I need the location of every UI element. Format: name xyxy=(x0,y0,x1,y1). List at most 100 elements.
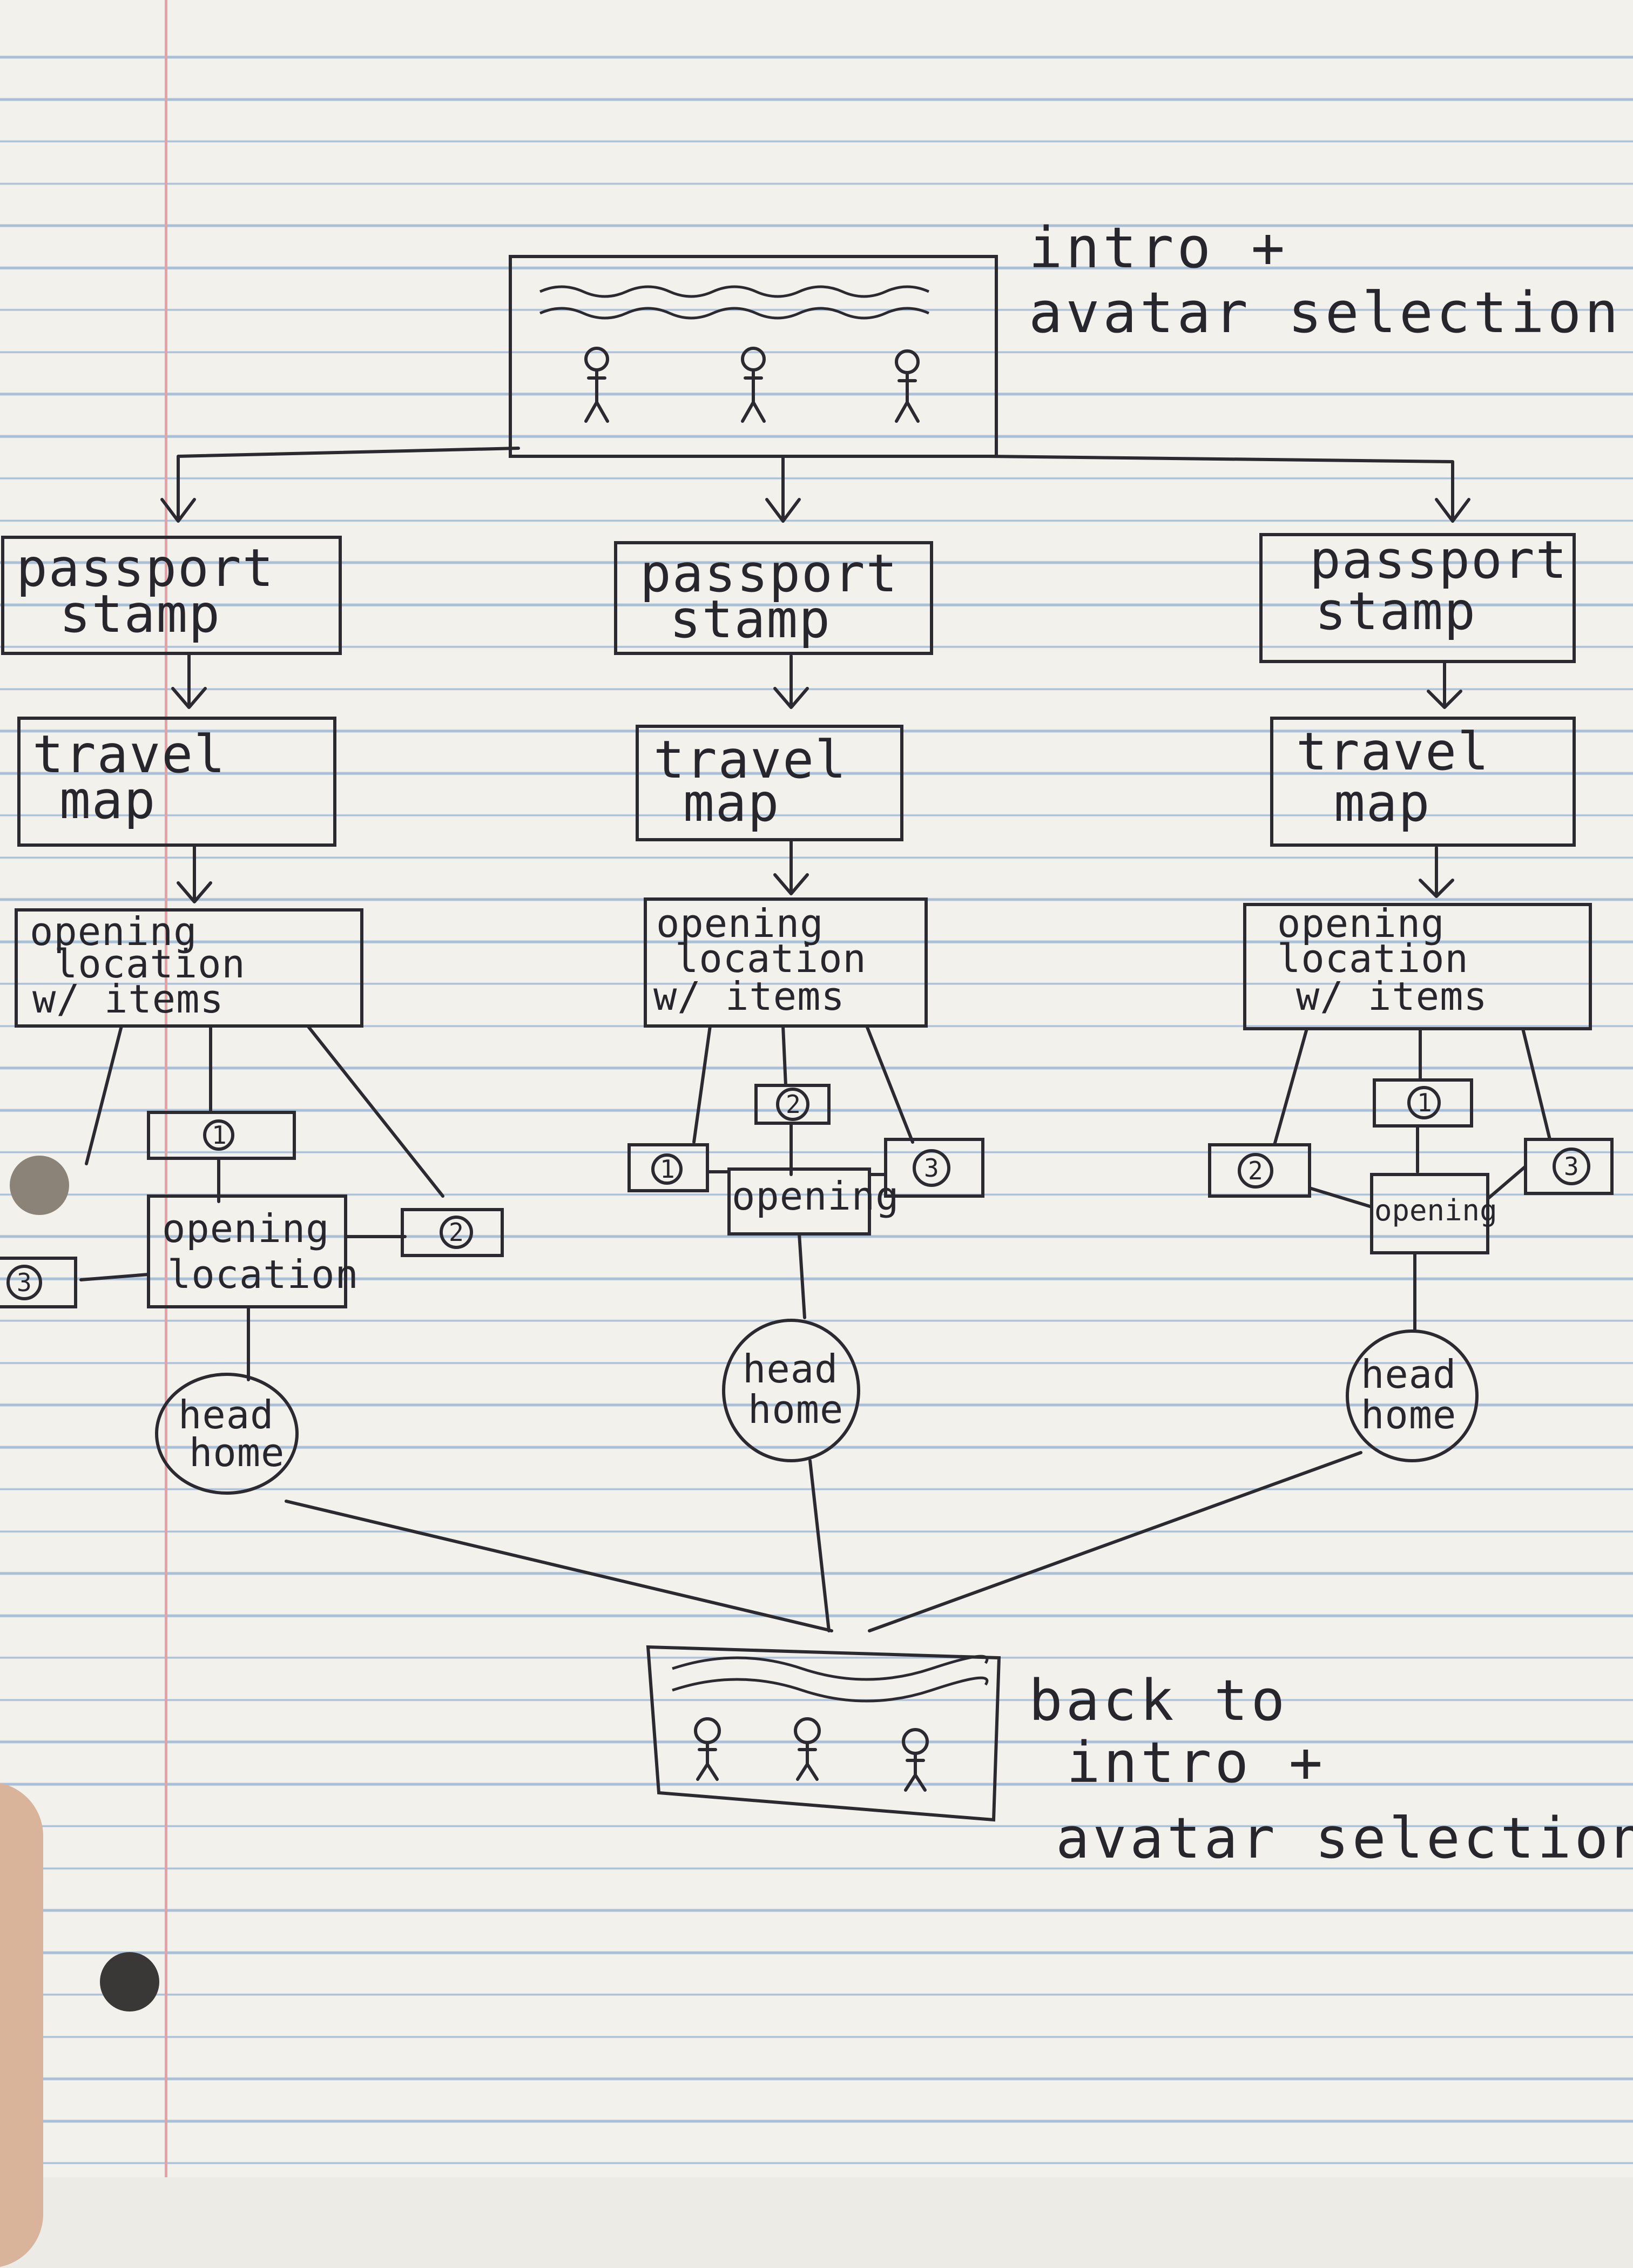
node-label: travel xyxy=(1296,721,1490,782)
end-note-line1: back to xyxy=(1029,1668,1288,1733)
arrow-icon xyxy=(177,843,212,903)
converge-line-left xyxy=(285,1500,833,1632)
node-label: opening xyxy=(162,1206,329,1251)
node-label: map xyxy=(59,770,156,831)
node-label: w/ items xyxy=(1296,974,1488,1019)
item-node xyxy=(884,1138,984,1198)
node-label: passport xyxy=(16,538,274,598)
connector-line xyxy=(79,1273,150,1281)
item-number: 1 xyxy=(660,1155,675,1184)
column-middle: passport stamp travel map opening locati… xyxy=(614,541,984,1462)
travel-map-node xyxy=(636,725,903,841)
item-number: 3 xyxy=(17,1268,32,1297)
column-right: passport stamp travel map opening locati… xyxy=(1208,530,1614,1462)
item-number: 3 xyxy=(924,1153,939,1183)
node-label: travel xyxy=(32,724,226,785)
avatar-figure xyxy=(895,349,920,423)
item-number: 1 xyxy=(212,1120,227,1150)
head-home-node xyxy=(722,1319,860,1462)
node-label: w/ items xyxy=(653,974,845,1019)
arrow-icon xyxy=(773,838,809,895)
arrow-icon xyxy=(171,652,207,709)
opening-location-items-node xyxy=(1243,903,1592,1030)
item-number: 1 xyxy=(1417,1088,1432,1117)
node-label: location xyxy=(675,936,867,981)
end-note-line3: avatar selection xyxy=(1056,1805,1633,1871)
column-left: passport stamp travel map opening locati… xyxy=(0,536,504,1495)
passport-stamp-node xyxy=(1,536,342,655)
avatar-figure xyxy=(794,1717,821,1781)
end-intro-screen-node xyxy=(646,1645,1001,1822)
arrow-icon xyxy=(1435,498,1470,523)
notebook-paper xyxy=(0,0,1633,2177)
margin-line xyxy=(165,0,167,2177)
arrow-icon xyxy=(1419,846,1454,898)
avatar-figure xyxy=(902,1728,929,1792)
travel-map-node xyxy=(17,717,336,847)
node-label: stamp xyxy=(1315,581,1476,642)
item-node xyxy=(147,1111,296,1160)
node-label: passport xyxy=(640,543,898,604)
node-label: opening xyxy=(1374,1193,1497,1227)
item-node xyxy=(401,1208,504,1257)
avatar-figure xyxy=(694,1717,721,1781)
converge-line-right xyxy=(868,1451,1362,1632)
node-label: w/ items xyxy=(32,976,224,1022)
node-label: map xyxy=(683,773,780,833)
passport-stamp-node xyxy=(1259,533,1576,663)
converge-line-middle xyxy=(808,1459,831,1632)
arrow-icon xyxy=(765,498,801,523)
node-label: home xyxy=(1361,1392,1456,1437)
punch-hole-top xyxy=(10,1156,69,1215)
flow-diagram: intro + avatar selection passport stamp … xyxy=(0,215,1633,1871)
item-node xyxy=(1208,1143,1311,1198)
node-label: head xyxy=(743,1346,838,1392)
node-label: location xyxy=(54,941,246,987)
branch-left-line xyxy=(177,447,520,520)
head-home-node xyxy=(155,1373,299,1495)
opening-location-node xyxy=(1370,1173,1489,1254)
travel-map-node xyxy=(1270,717,1576,847)
node-label: stamp xyxy=(670,589,831,650)
item-node xyxy=(1524,1138,1614,1195)
passport-stamp-node xyxy=(614,541,933,655)
opening-location-items-node xyxy=(644,897,928,1028)
intro-note-line2: avatar selection xyxy=(1029,280,1622,346)
connector-line xyxy=(1273,1027,1551,1146)
node-label: opening xyxy=(656,901,824,946)
item-number: 2 xyxy=(1248,1156,1263,1185)
item-number: 3 xyxy=(1564,1152,1579,1181)
node-label: head xyxy=(1361,1352,1456,1397)
node-label: location xyxy=(167,1252,359,1297)
connector-line xyxy=(1308,1186,1373,1209)
avatar-figure xyxy=(584,347,609,423)
connector-line xyxy=(85,1024,444,1198)
node-label: opening xyxy=(1277,901,1445,946)
head-home-node xyxy=(1346,1329,1479,1462)
connector-line xyxy=(692,1024,914,1144)
intro-screen-node xyxy=(509,255,998,458)
item-number: 2 xyxy=(449,1218,464,1247)
item-node xyxy=(627,1143,709,1192)
node-label: opening xyxy=(30,909,197,954)
node-label: travel xyxy=(653,730,847,790)
item-number: 2 xyxy=(786,1090,801,1119)
intro-note-line1: intro + xyxy=(1029,215,1288,281)
item-node xyxy=(0,1257,77,1308)
branch-right-line xyxy=(987,455,1454,523)
connector-line xyxy=(798,1232,806,1319)
arrow-icon xyxy=(160,498,196,523)
arrow-icon xyxy=(1427,660,1462,709)
opening-location-items-node xyxy=(15,908,363,1028)
connector-line xyxy=(1486,1165,1527,1200)
node-label: location xyxy=(1277,936,1469,981)
node-label: home xyxy=(748,1387,844,1432)
avatar-figure xyxy=(741,347,766,423)
punch-hole-bottom xyxy=(100,1952,159,2012)
node-label: home xyxy=(189,1430,285,1475)
node-label: passport xyxy=(1310,530,1568,590)
node-label: stamp xyxy=(59,584,221,644)
item-node xyxy=(1373,1078,1473,1128)
node-label: opening xyxy=(732,1173,899,1219)
end-note-line2: intro + xyxy=(1067,1730,1326,1796)
